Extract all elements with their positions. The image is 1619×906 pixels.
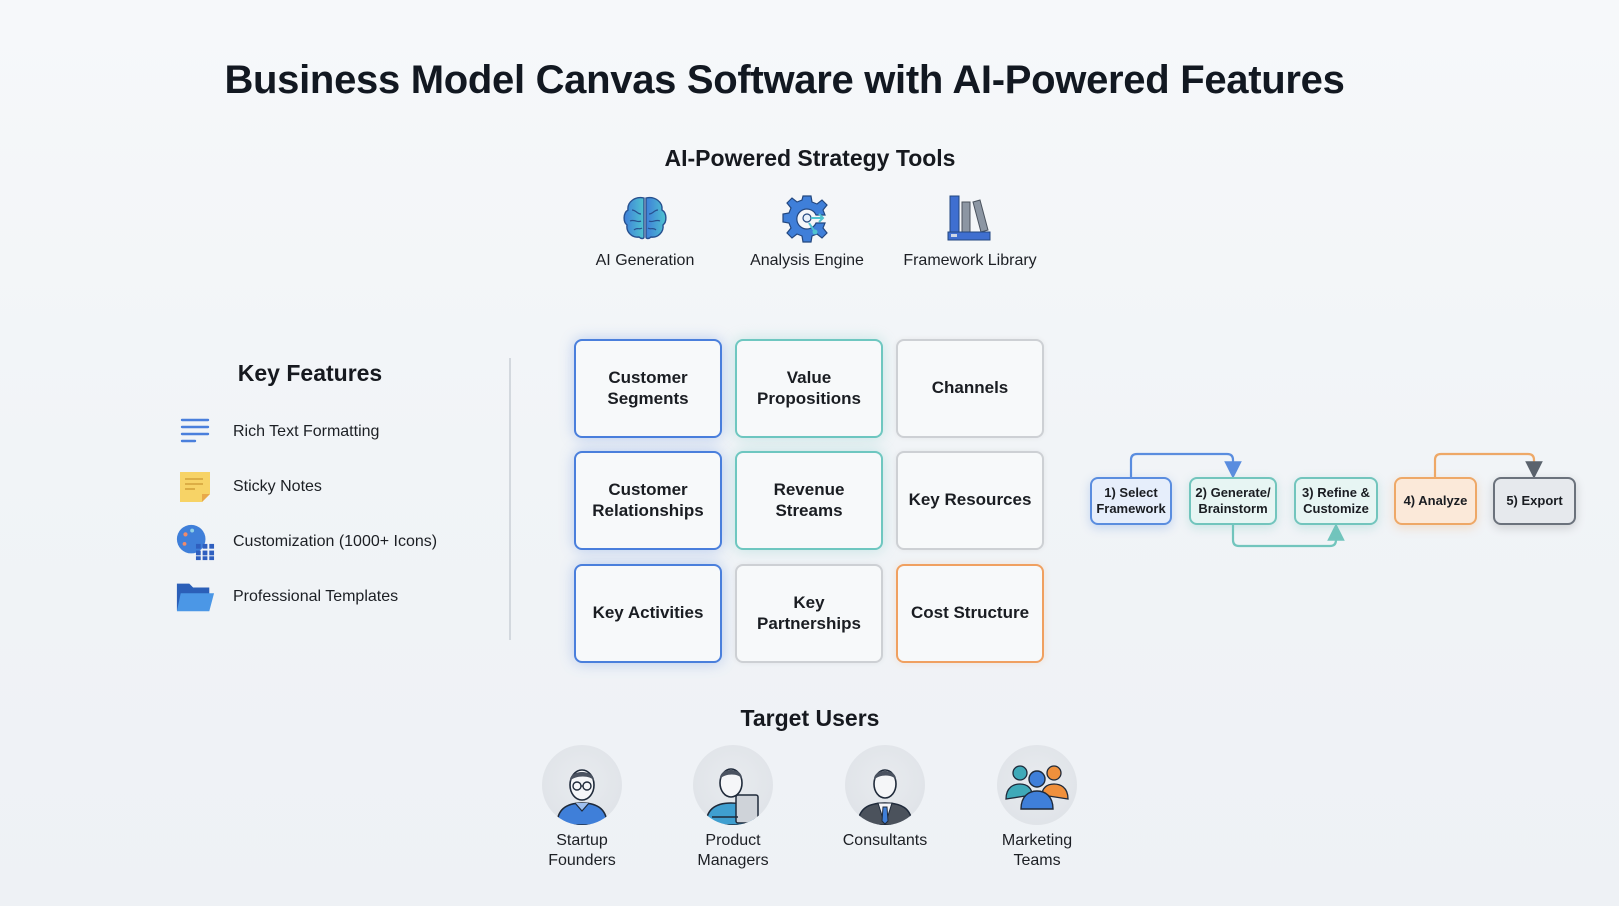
page-title: Business Model Canvas Software with AI-P… bbox=[224, 58, 1345, 102]
founder-avatar-icon bbox=[542, 745, 622, 825]
target-users-title: Target Users bbox=[740, 705, 880, 731]
folder-icon bbox=[175, 577, 215, 617]
connector-2-to-3 bbox=[1231, 523, 1345, 548]
user-consultants: Consultants bbox=[825, 745, 945, 851]
user-marketing-teams: Marketing Teams bbox=[977, 745, 1097, 871]
user-label: Marketing Teams bbox=[1001, 832, 1073, 869]
tool-framework-library: Framework Library bbox=[890, 190, 1050, 270]
canvas-cell-cost-structure[interactable]: Cost Structure bbox=[896, 564, 1044, 663]
brain-icon bbox=[623, 196, 667, 240]
user-label: Startup Founders bbox=[548, 832, 616, 869]
connector-1-to-2 bbox=[1129, 452, 1242, 479]
canvas-cell-channels[interactable]: Channels bbox=[896, 339, 1044, 438]
key-features-title: Key Features bbox=[237, 360, 383, 386]
user-label: Consultants bbox=[842, 832, 928, 849]
gear-analysis-icon bbox=[782, 195, 828, 243]
tool-label: Analysis Engine bbox=[750, 252, 864, 269]
product-manager-avatar-icon bbox=[693, 745, 773, 825]
tool-ai-generation: AI Generation bbox=[565, 190, 725, 270]
workflow-step-refine-customize[interactable]: 3) Refine & Customize bbox=[1294, 477, 1378, 525]
tool-label: Framework Library bbox=[903, 252, 1037, 269]
canvas-cell-customer-segments[interactable]: Customer Segments bbox=[574, 339, 722, 438]
text-lines-icon bbox=[175, 412, 215, 452]
user-product-managers: Product Managers bbox=[673, 745, 793, 871]
palette-grid-icon bbox=[175, 522, 215, 562]
feature-label: Sticky Notes bbox=[233, 478, 322, 495]
canvas-cell-customer-relationships[interactable]: Customer Relationships bbox=[574, 451, 722, 550]
user-label: Product Managers bbox=[697, 832, 769, 869]
tool-label: AI Generation bbox=[595, 252, 695, 269]
connector-4-to-5 bbox=[1433, 452, 1543, 479]
tool-analysis-engine: Analysis Engine bbox=[727, 190, 887, 270]
books-icon bbox=[947, 195, 991, 241]
canvas-cell-key-activities[interactable]: Key Activities bbox=[574, 564, 722, 663]
feature-item: Sticky Notes bbox=[175, 467, 322, 507]
workflow-step-generate-brainstorm[interactable]: 2) Generate/ Brainstorm bbox=[1189, 477, 1277, 525]
user-startup-founders: Startup Founders bbox=[522, 745, 642, 871]
feature-item: Customization (1000+ Icons) bbox=[175, 522, 437, 562]
feature-label: Customization (1000+ Icons) bbox=[233, 533, 438, 550]
canvas-cell-revenue-streams[interactable]: Revenue Streams bbox=[735, 451, 883, 550]
canvas-cell-key-partnerships[interactable]: Key Partnerships bbox=[735, 564, 883, 663]
feature-label: Rich Text Formatting bbox=[233, 423, 380, 440]
workflow-step-select-framework[interactable]: 1) Select Framework bbox=[1090, 477, 1172, 525]
feature-label: Professional Templates bbox=[233, 588, 399, 605]
canvas-cell-key-resources[interactable]: Key Resources bbox=[896, 451, 1044, 550]
canvas-cell-value-propositions[interactable]: Value Propositions bbox=[735, 339, 883, 438]
feature-item: Professional Templates bbox=[175, 577, 398, 617]
team-group-icon bbox=[997, 745, 1077, 825]
sticky-note-icon bbox=[175, 467, 215, 507]
feature-item: Rich Text Formatting bbox=[175, 412, 379, 452]
workflow-step-export[interactable]: 5) Export bbox=[1493, 477, 1576, 525]
workflow-step-analyze[interactable]: 4) Analyze bbox=[1394, 477, 1477, 525]
section-divider bbox=[509, 358, 511, 640]
strategy-tools-title: AI-Powered Strategy Tools bbox=[664, 145, 956, 171]
consultant-avatar-icon bbox=[845, 745, 925, 825]
